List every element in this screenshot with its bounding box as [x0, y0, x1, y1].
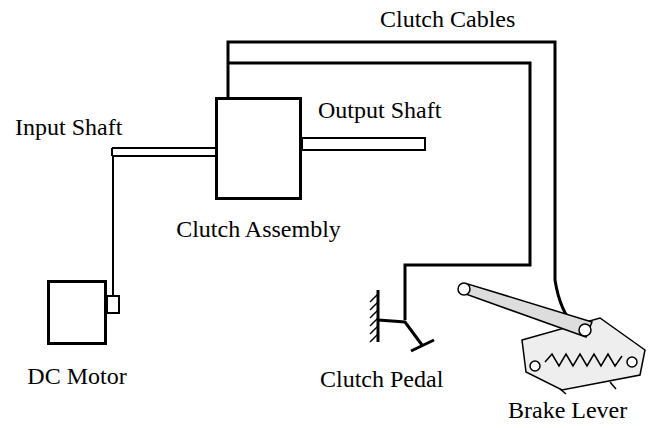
lever-label: Brake Lever — [508, 396, 627, 424]
cable-label: Clutch Cables — [380, 5, 515, 33]
pedal-label: Clutch Pedal — [320, 365, 443, 393]
clutch-pedal — [370, 290, 434, 351]
part-name: DC Motor — [27, 362, 126, 390]
motor-shaft-stub — [107, 296, 119, 313]
shaft-label: Output Shaft — [318, 96, 441, 124]
shaft-label: Input Shaft — [15, 113, 122, 141]
clutch-assembly-box: Clutch Assembly — [215, 97, 302, 200]
output-shaft — [302, 138, 425, 150]
dc-motor-box: DC Motor — [47, 280, 107, 345]
brake-lever — [458, 283, 645, 394]
part-name: Clutch Assembly — [176, 215, 341, 243]
input-shaft — [112, 148, 215, 156]
